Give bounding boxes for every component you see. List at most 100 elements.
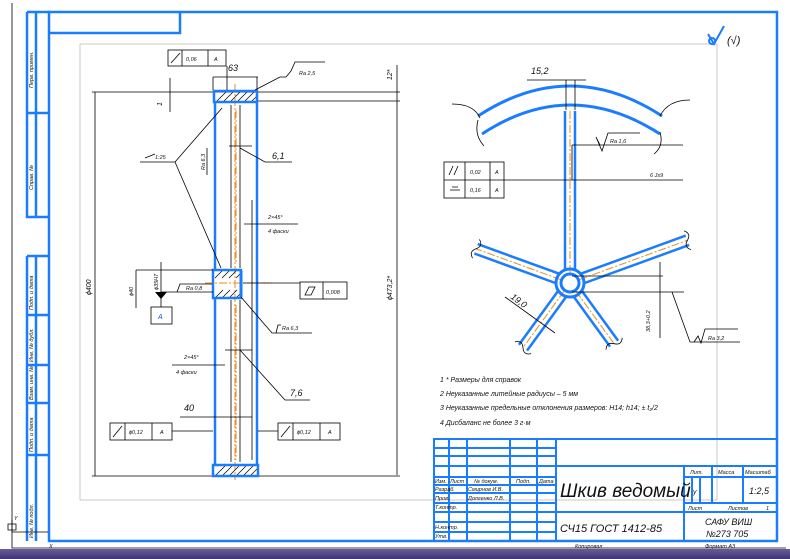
drawing-title: Шкив ведомый	[560, 481, 691, 502]
dim-6-1: 6,1	[272, 151, 285, 161]
section-view: ϕ400 ϕ473,2* 12* 1 0,06 A 63 Ra 2,5 1:25…	[86, 49, 400, 480]
front-view: 15,2 Ra 1,6 0,02 A 0,16 A 6 Js9 38,3+0,2…	[443, 66, 740, 355]
datum-label: A	[157, 314, 163, 321]
stamp-podp-data-2: Подп. и дата	[29, 418, 35, 452]
break-line	[683, 230, 692, 251]
hatch-line	[235, 464, 248, 477]
hatch-line	[221, 464, 234, 477]
break-line	[470, 239, 482, 259]
part-outline	[211, 89, 260, 478]
technical-notes: 1 * Размеры для справок 2 Неуказанные ли…	[439, 376, 658, 427]
spoke-centerline	[579, 239, 688, 281]
break-line	[605, 337, 623, 350]
hatch-line	[249, 467, 259, 477]
tb-scale: 1:2,5	[749, 486, 770, 496]
ra-web: Ra 6,3	[201, 153, 207, 170]
tb-header-list: Лист	[449, 479, 465, 485]
tb-role-nkontr: Н.контр.	[435, 525, 458, 531]
spoke-outline	[563, 111, 577, 270]
drawing-frame	[25, 10, 779, 543]
hatch-line	[214, 289, 224, 299]
tb-role-prov: Пров.	[435, 496, 450, 502]
dim-1: 1	[157, 102, 164, 106]
side-stamps: Перв. примен. Справ. № Подп. и дата Инв.…	[29, 51, 35, 538]
spoke	[514, 289, 568, 355]
ucs-y: Y	[14, 516, 18, 522]
chamfer-top-size: 2×45°	[267, 215, 283, 221]
runout-left-datum: A	[159, 430, 164, 436]
runout-frame-left: ϕ0,12 A	[109, 422, 213, 441]
chamfer-top-note: 4 фаски	[268, 229, 289, 235]
runout-right-datum: A	[327, 430, 332, 436]
dim-bore: ϕ35H7	[154, 273, 160, 290]
hatch-line	[214, 269, 224, 279]
spoke-centerline	[522, 290, 565, 349]
tb-org-2: №273 705	[706, 529, 749, 539]
hatch-line	[228, 464, 241, 477]
tb-lit-label: Лит.	[689, 470, 703, 476]
key-width: 6 Js9	[650, 173, 663, 179]
note-3: 3 Неуказанные предельные отклонения разм…	[440, 404, 658, 412]
dim-15-2: 15,2	[531, 66, 549, 76]
spoke	[579, 230, 692, 285]
dim-40: 40	[184, 403, 194, 413]
tb-role-razrab: Разраб.	[435, 487, 455, 493]
runout-left-value: ϕ0,12	[129, 430, 143, 436]
tb-name-prov: Долгенко Л.В.	[467, 496, 504, 502]
tb-org-1: САФУ ВИШ	[705, 517, 753, 527]
sheet-border	[11, 3, 786, 549]
spoke-centerline	[475, 248, 561, 281]
hatch-line	[242, 464, 255, 477]
tb-lit-value: у	[692, 489, 697, 496]
tb-sheet-label: Лист	[687, 506, 703, 512]
ra-hub: Ra 6,3	[282, 326, 299, 332]
runout-top-datum: A	[213, 57, 218, 63]
ucs-icon: Y X	[7, 516, 53, 550]
tb-mass-label: Масса	[718, 470, 734, 476]
hatch-line	[236, 90, 249, 103]
stamp-inv-podl: Инв. № подл.	[29, 504, 35, 538]
tb-header-docnum: № докум.	[474, 479, 498, 485]
cylindricity-frame: 0,008	[243, 281, 348, 300]
tb-format: Формат А3	[705, 544, 736, 550]
parallelism-value: 0,02	[470, 170, 481, 176]
roughness-default-text: (√)	[727, 35, 741, 47]
spoke	[572, 289, 623, 350]
tb-sheets: 1	[766, 506, 769, 512]
stamp-sprav: Справ. №	[29, 165, 35, 190]
tb-role-tkontr: Т.контр.	[435, 505, 457, 511]
ra-top: Ra 2,5	[299, 71, 316, 77]
hatch-line	[243, 90, 256, 103]
stamp-perv-primen: Перв. примен.	[29, 51, 35, 88]
runout-frame-right: ϕ0,12 A	[258, 422, 341, 441]
tb-scale-label: Масштаб	[745, 470, 772, 476]
spokes	[470, 111, 692, 355]
note-1: 1 * Размеры для справок	[440, 376, 522, 384]
rim-arcs	[477, 84, 663, 136]
symmetry-datum: A	[494, 188, 499, 194]
tb-role-utv: Утв.	[434, 534, 448, 540]
hatch-line	[221, 269, 231, 279]
spoke-centerline	[575, 290, 615, 344]
ra-bore: Ra 0,8	[186, 286, 203, 292]
taper: 1:25	[155, 155, 167, 161]
default-roughness: (√)	[707, 25, 741, 47]
chamfer-bottom-size: 2×45°	[183, 355, 199, 361]
dim-d40: ϕ40	[129, 286, 135, 296]
ra-key: Ra 1,6	[610, 139, 627, 145]
stamp-vzam-inv: Взам. инв. №	[29, 366, 35, 400]
note-4: 4 Дисбаланс не более 3 г·м	[440, 419, 531, 427]
hatch-line	[228, 269, 238, 279]
chamfer-bottom-note: 4 фаски	[176, 370, 197, 376]
parallelism-frame: 0,02 A 0,16 A	[443, 161, 505, 199]
spoke-outline	[517, 289, 568, 352]
title-block: Изм. Лист № докум. Подп. Дата Разраб. Пр…	[433, 438, 778, 550]
dim-7-6: 7,6	[290, 388, 303, 398]
tb-header-podp: Подп.	[516, 479, 531, 485]
hub-bore	[559, 272, 581, 294]
tb-header-data: Дата	[538, 479, 554, 485]
ra-spoke: Ra 3,2	[708, 336, 724, 342]
centerline	[205, 84, 272, 480]
tb-header-izm: Изм.	[435, 479, 447, 485]
